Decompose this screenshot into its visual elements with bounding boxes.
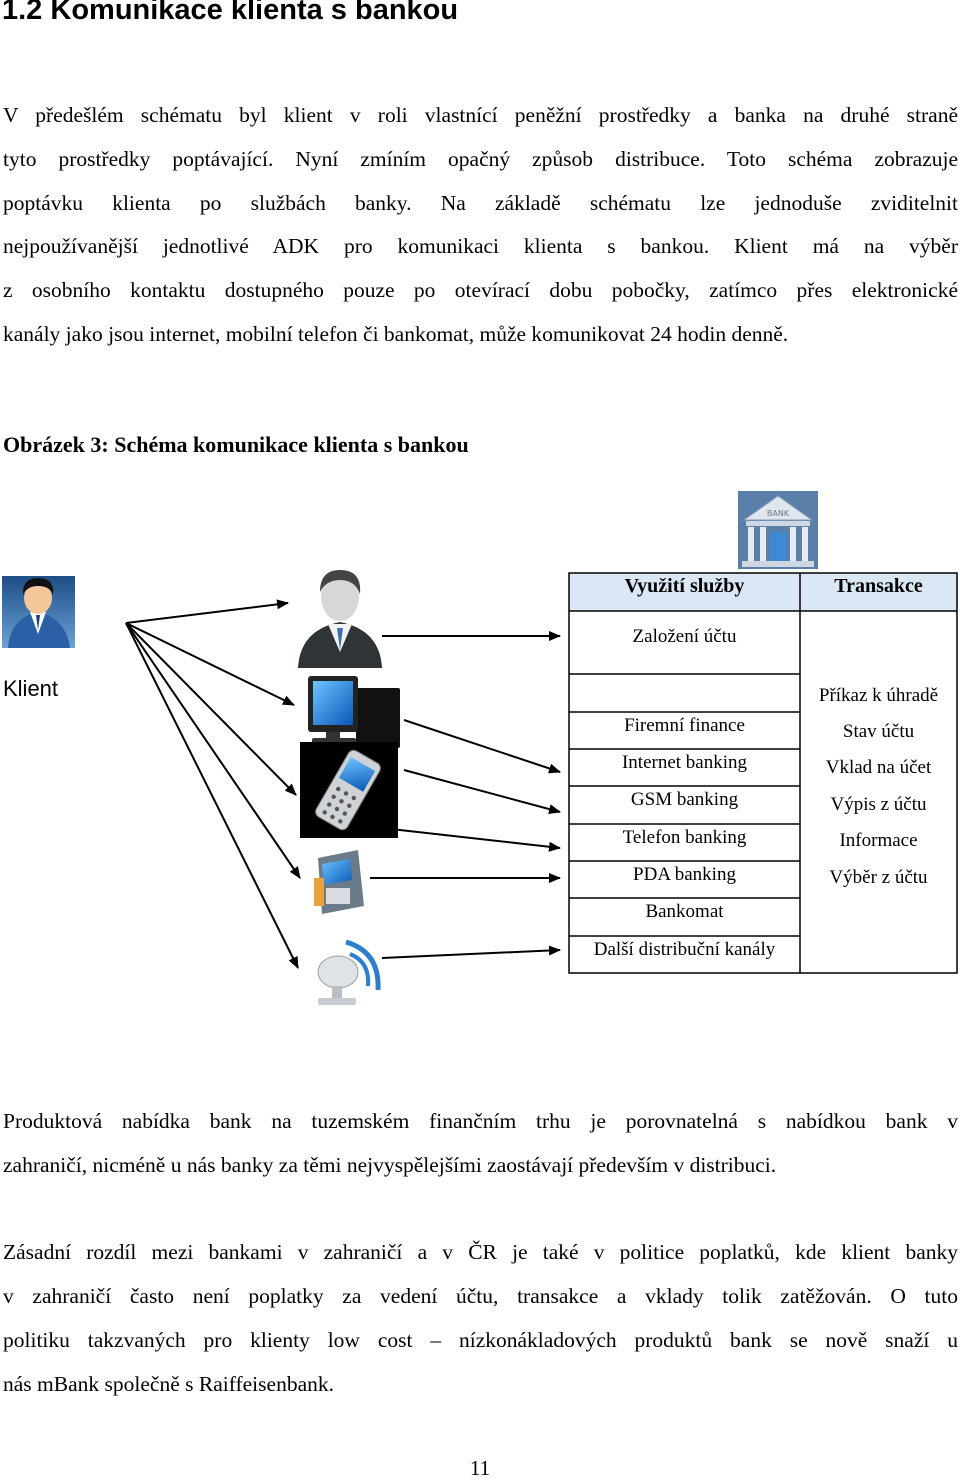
- arrow: [403, 719, 561, 774]
- arrow: [125, 622, 301, 879]
- table-cell: Příkaz k úhradě: [818, 685, 939, 706]
- arrow: [125, 622, 299, 969]
- paragraph-3-line: v zahraničí často není poplatky za veden…: [3, 1284, 958, 1308]
- atm-icon: [314, 850, 364, 914]
- arrow: [125, 599, 289, 624]
- paragraph-3-line: Zásadní rozdíl mezi bankami v zahraničí …: [3, 1240, 958, 1264]
- table-cell: Informace: [839, 830, 918, 851]
- paragraph-3-line: nás mBank společně s Raiffeisenbank.: [3, 1372, 334, 1396]
- paragraph-1-line: kanály jako jsou internet, mobilní telef…: [3, 322, 789, 346]
- table-cell: GSM banking: [630, 789, 739, 810]
- table-header-services: Využití služby: [624, 575, 745, 597]
- satellite-dish-icon: [317, 939, 381, 1005]
- page-number: 11: [469, 1456, 491, 1480]
- figure-caption: Obrázek 3: Schéma komunikace klienta s b…: [3, 432, 469, 457]
- paragraph-1-line: poptávku klienta po službách banky. Na z…: [3, 191, 958, 215]
- arrow: [125, 622, 297, 796]
- paragraph-3-line: politiku takzvaných pro klienty low cost…: [3, 1328, 958, 1352]
- table-header-transactions: Transakce: [834, 575, 923, 597]
- table-cell: Stav účtu: [842, 721, 915, 742]
- services-table: [568, 572, 958, 974]
- mobile-phone-icon: [300, 742, 398, 838]
- table-cell: Výběr z účtu: [829, 867, 928, 888]
- table-cell: Založení účtu: [632, 626, 737, 647]
- desktop-computer-icon: [308, 676, 400, 748]
- table-cell: Bankomat: [645, 901, 724, 922]
- arrow: [381, 827, 561, 852]
- client-label: Klient: [3, 676, 59, 701]
- arrow: [381, 945, 561, 959]
- arrow: [403, 769, 561, 814]
- table-cell: Firemní finance: [624, 715, 745, 736]
- table-cell: Výpis z účtu: [830, 794, 927, 815]
- paragraph-1-line: nejpoužívanější jednotlivé ADK pro komun…: [3, 234, 958, 258]
- paragraph-1-line: z osobního kontaktu dostupného pouze po …: [3, 278, 958, 302]
- businessman-icon: [298, 570, 382, 668]
- table-cell: PDA banking: [633, 864, 736, 885]
- section-heading: 1.2 Komunikace klienta s bankou: [2, 0, 459, 26]
- table-cell: Vklad na účet: [825, 757, 932, 778]
- table-cell: Telefon banking: [622, 827, 747, 848]
- paragraph-1-line: V předešlém schématu byl klient v roli v…: [3, 103, 958, 127]
- paragraph-2-line: zahraničí, nicméně u nás banky za těmi n…: [3, 1153, 777, 1177]
- arrow: [125, 622, 295, 706]
- paragraph-1-line: tyto prostředky poptávající. Nyní zmíním…: [3, 147, 958, 171]
- table-cell: Další distribuční kanály: [593, 939, 776, 960]
- client-avatar-icon: [2, 576, 75, 648]
- bank-building-icon: BANK: [738, 491, 818, 569]
- bank-sign: BANK: [767, 509, 790, 518]
- table-cell: Internet banking: [621, 752, 748, 773]
- paragraph-2-line: Produktová nabídka bank na tuzemském fin…: [3, 1109, 958, 1133]
